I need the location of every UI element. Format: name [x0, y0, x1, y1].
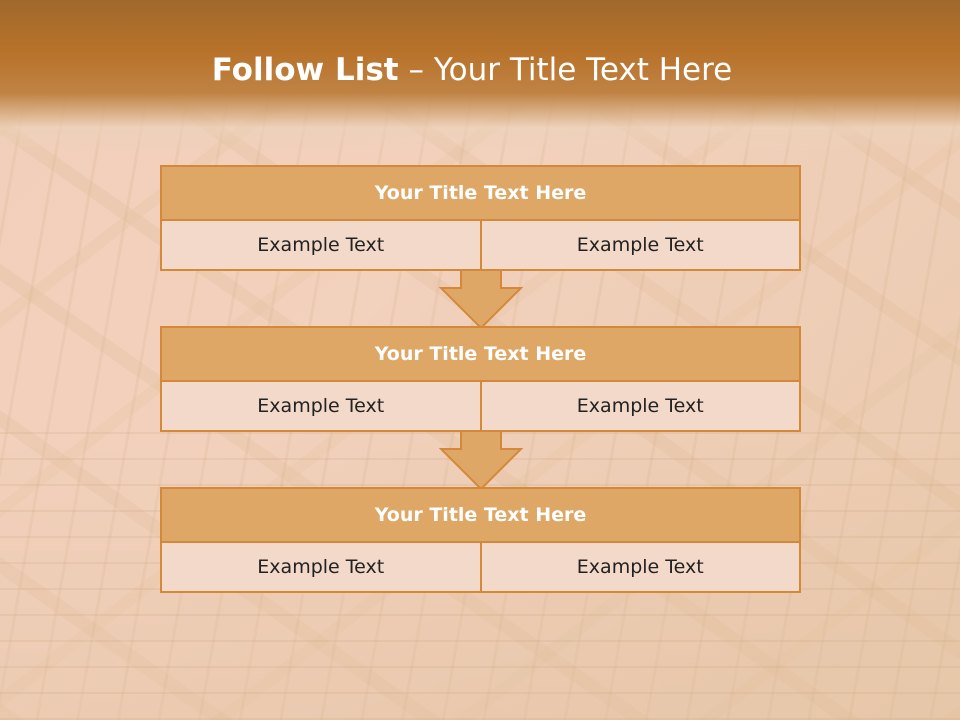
list-block-1[interactable]: Your Title Text Here Example Text Exampl… [160, 165, 801, 271]
down-arrow-icon [439, 431, 523, 491]
block-title[interactable]: Your Title Text Here [160, 165, 801, 221]
header-band [0, 0, 960, 150]
block-title[interactable]: Your Title Text Here [160, 326, 801, 382]
block-cell-left[interactable]: Example Text [257, 395, 385, 417]
slide-title-rest: – Your Title Text Here [398, 52, 733, 88]
list-block-3[interactable]: Your Title Text Here Example Text Exampl… [160, 487, 801, 593]
block-title[interactable]: Your Title Text Here [160, 487, 801, 543]
block-cell-right[interactable]: Example Text [479, 221, 800, 269]
block-row: Example Text Example Text [160, 221, 801, 271]
block-row: Example Text Example Text [160, 543, 801, 593]
slide-title-bold: Follow List [211, 52, 399, 88]
block-row: Example Text Example Text [160, 382, 801, 432]
down-arrow-icon [439, 270, 523, 330]
block-cell-left[interactable]: Example Text [257, 234, 385, 256]
slide-title[interactable]: Follow List – Your Title Text Here [0, 52, 944, 88]
block-cell-right[interactable]: Example Text [479, 382, 800, 430]
block-cell-left[interactable]: Example Text [257, 556, 385, 578]
list-block-2[interactable]: Your Title Text Here Example Text Exampl… [160, 326, 801, 432]
block-cell-right[interactable]: Example Text [479, 543, 800, 591]
